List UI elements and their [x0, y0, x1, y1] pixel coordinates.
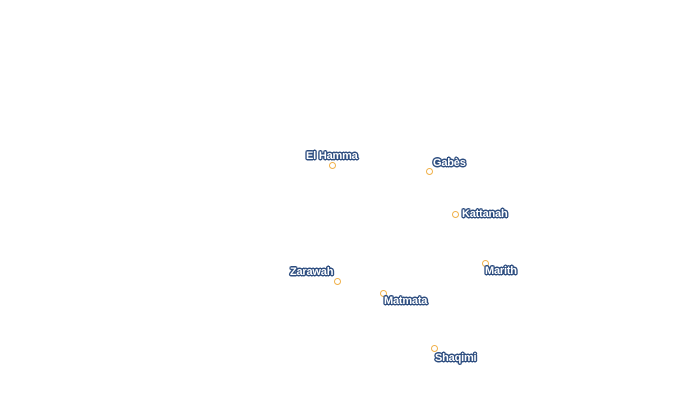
place-marker[interactable]: [481, 259, 489, 267]
place-marker[interactable]: [451, 210, 459, 218]
place-label: Shaqimi: [435, 352, 477, 364]
place-label: Matmata: [384, 295, 428, 307]
place-label: Gabès: [433, 157, 466, 169]
place-marker[interactable]: [379, 289, 387, 297]
place-marker[interactable]: [425, 167, 433, 175]
place-marker[interactable]: [333, 277, 341, 285]
place-marker[interactable]: [328, 161, 336, 169]
place-label: Kattanah: [462, 208, 508, 220]
place-marker[interactable]: [430, 344, 438, 352]
place-label: Zarawah: [290, 266, 334, 278]
place-label: El Hamma: [306, 150, 358, 162]
place-label: Marith: [485, 265, 517, 277]
